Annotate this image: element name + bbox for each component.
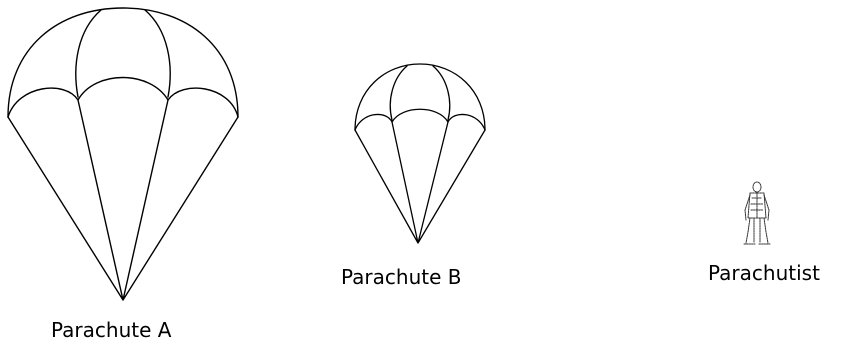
parachute-a-scallops: [8, 78, 238, 118]
parachutist-head: [753, 182, 761, 192]
parachute-b-canopy: [355, 64, 485, 130]
parachute-a-gore-right: [145, 10, 170, 97]
parachutist-figure: [744, 182, 770, 244]
parachute-a-lines: [8, 100, 238, 300]
parachute-b: [355, 64, 485, 243]
parachutist-gear: [751, 193, 763, 218]
parachute-b-scallops: [355, 109, 485, 130]
parachute-a-canopy: [8, 8, 238, 117]
parachute-b-label: Parachute B: [341, 267, 461, 287]
parachute-a-gore-left: [76, 10, 101, 97]
parachute-b-lines: [355, 122, 485, 243]
parachutist-label: Parachutist: [708, 263, 820, 283]
parachutist-legs: [746, 218, 768, 243]
parachute-a: [8, 8, 238, 300]
parachute-a-label: Parachute A: [51, 320, 171, 340]
